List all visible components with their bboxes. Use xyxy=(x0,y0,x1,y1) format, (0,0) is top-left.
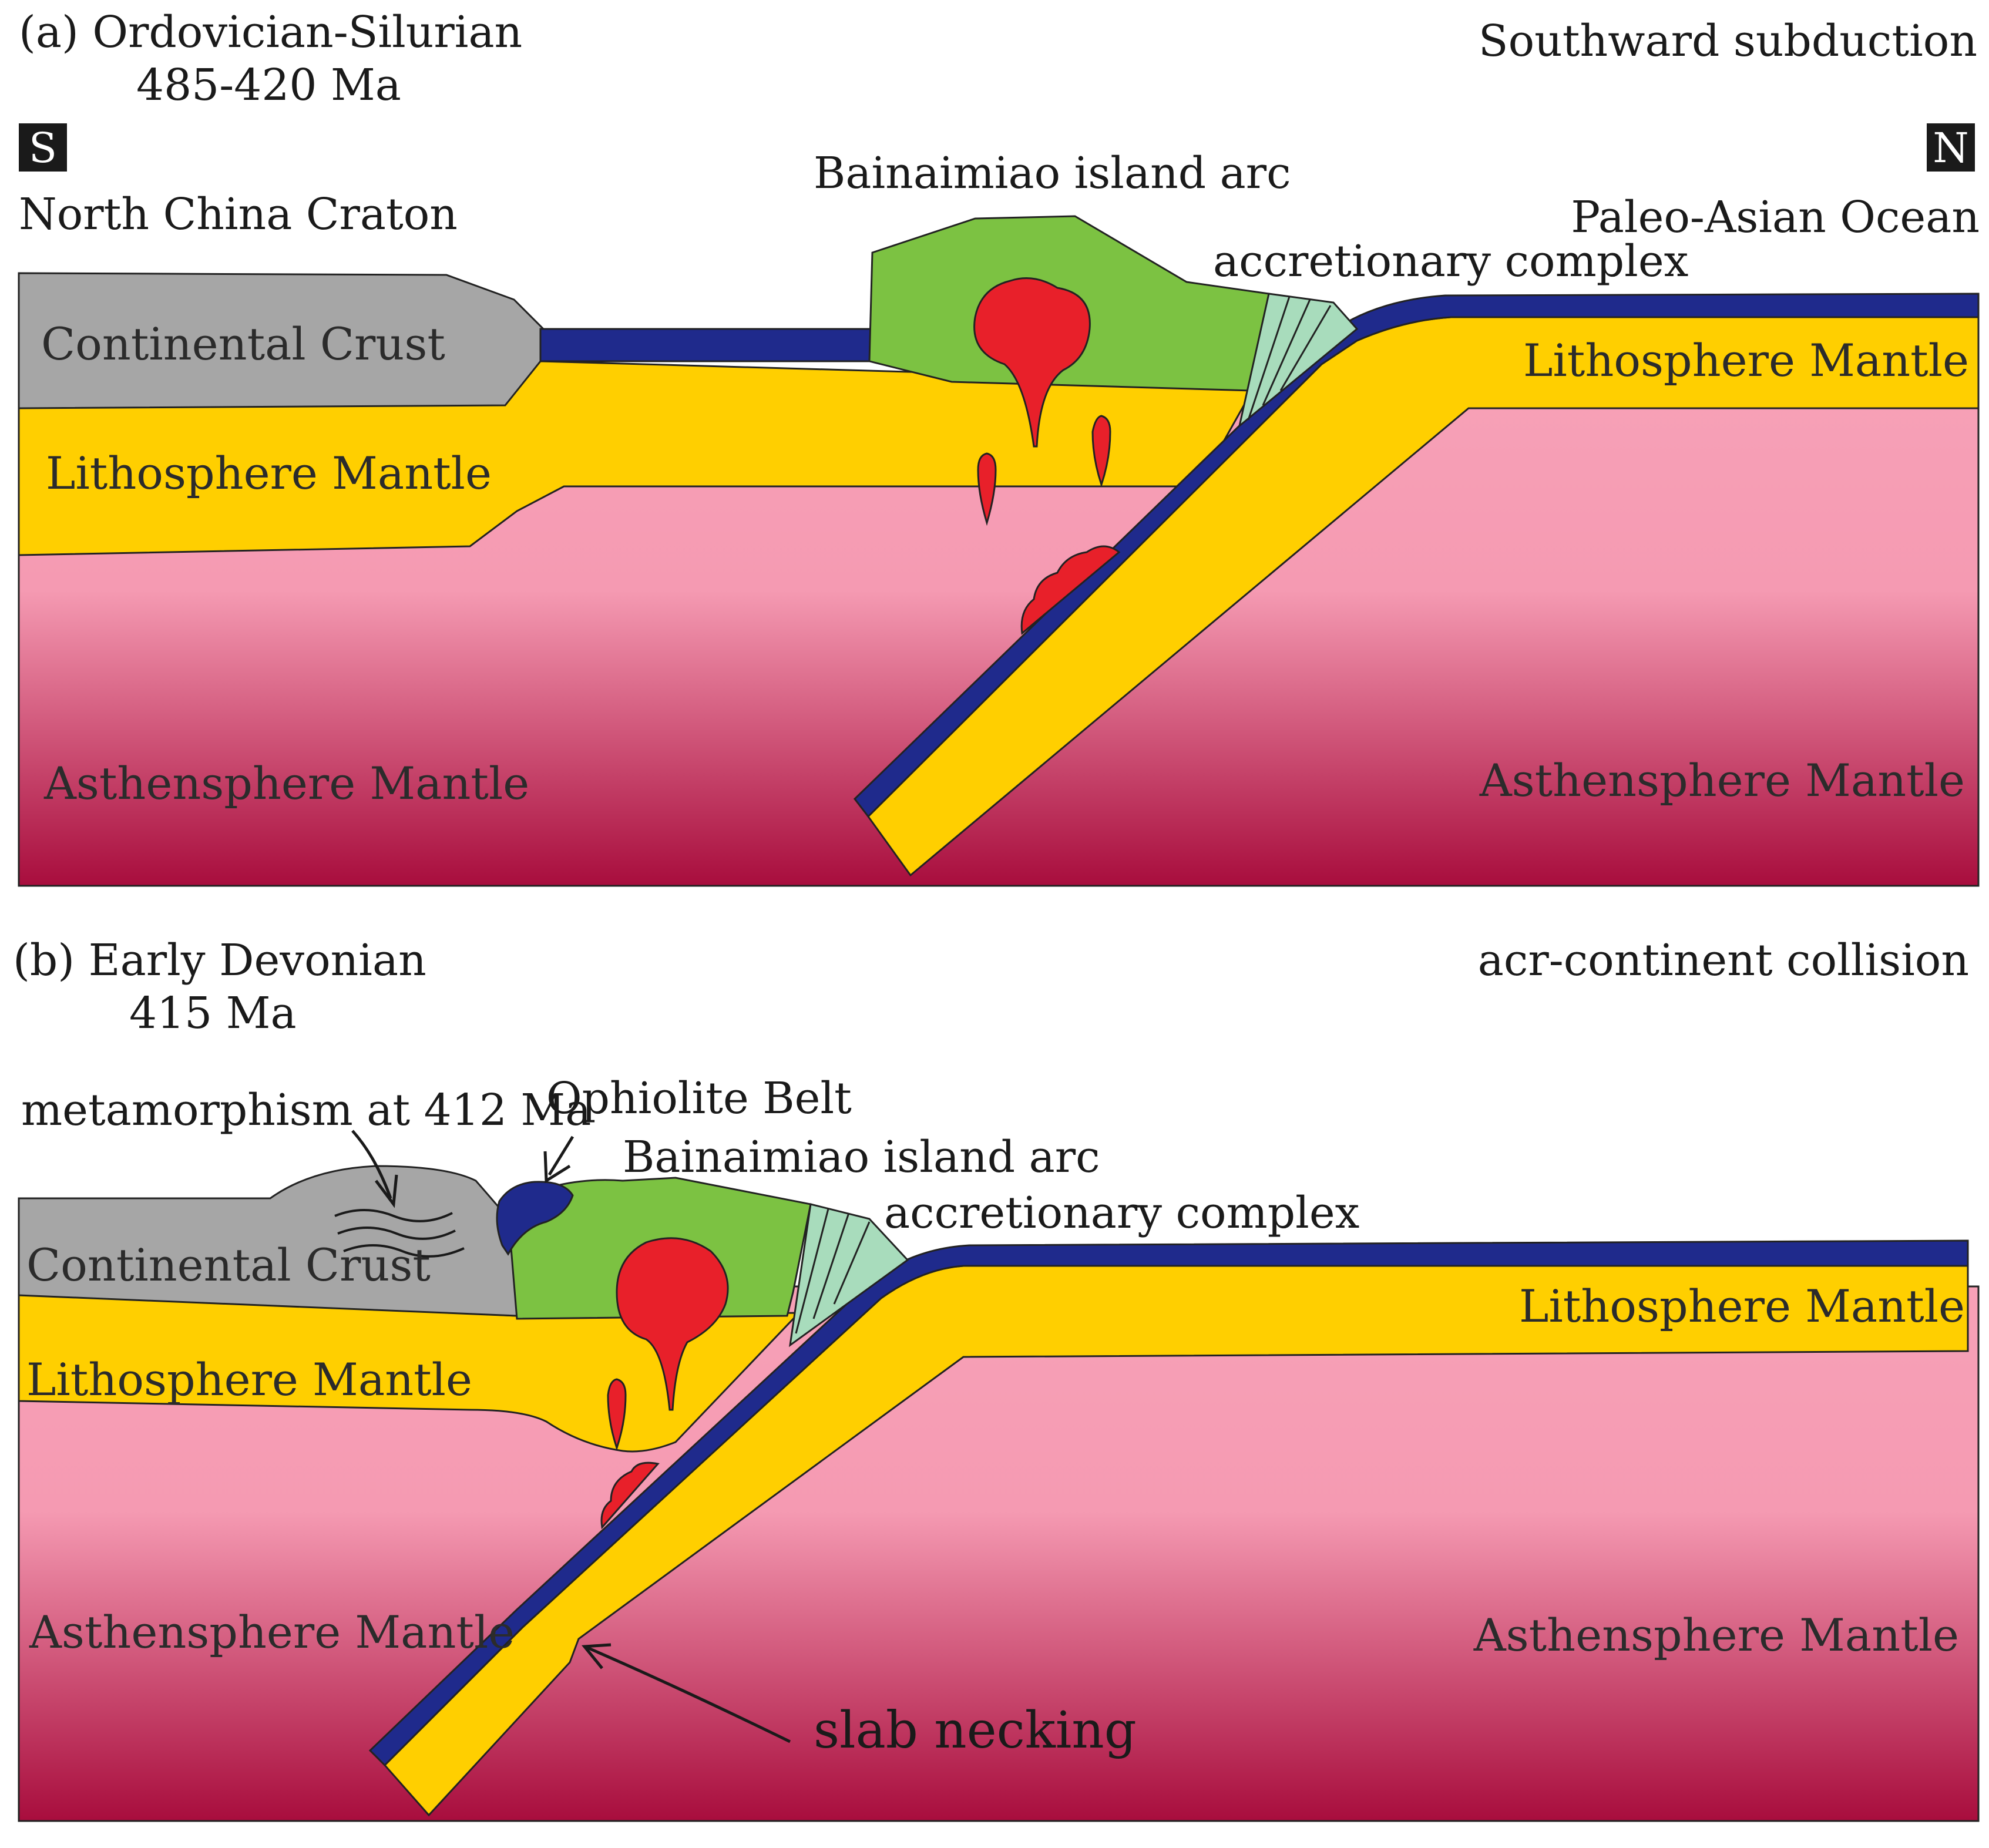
panel-b-title: (b) Early Devonian xyxy=(13,935,426,986)
panel-a-litho-right-label: Lithosphere Mantle xyxy=(1523,334,1969,387)
panel-a-slab-magma xyxy=(1020,545,1121,635)
panel-a-arc-pluton xyxy=(973,277,1091,448)
panel-b-crust-label: Continental Crust xyxy=(26,1239,431,1291)
panel-a-title: (a) Ordovician-Silurian xyxy=(19,7,522,58)
panel-b-litho-right-label: Lithosphere Mantle xyxy=(1519,1280,1965,1332)
ocean-label: Paleo-Asian Ocean xyxy=(1571,192,1980,243)
necking-label: slab necking xyxy=(814,1701,1137,1760)
panel-b-arc-label: Bainaimiao island arc xyxy=(623,1132,1100,1182)
panel-b: (b) Early Devonian 415 Ma acr-continent … xyxy=(13,935,1980,1822)
south-marker: S xyxy=(29,124,57,172)
panel-a: (a) Ordovician-Silurian 485-420 Ma South… xyxy=(18,7,1980,887)
necking-arrow xyxy=(587,1646,791,1743)
panel-b-slab-oceanic-crust xyxy=(368,1239,1969,1767)
south-marker-badge xyxy=(19,123,67,172)
north-marker: N xyxy=(1933,124,1968,172)
panel-a-crust-label: Continental Crust xyxy=(41,318,445,370)
craton-label: North China Craton xyxy=(19,189,458,240)
metamorphism-label: metamorphism at 412 Ma xyxy=(21,1085,591,1135)
panel-b-litho-left-label: Lithosphere Mantle xyxy=(26,1353,472,1406)
metamorphism-arrow-head xyxy=(375,1174,398,1208)
panel-a-litho-left-label: Lithosphere Mantle xyxy=(46,447,492,499)
necking-arrow-head xyxy=(582,1643,612,1669)
panel-a-wedge-lines xyxy=(1247,296,1332,421)
north-marker-badge xyxy=(1927,123,1975,172)
panel-a-arc-label: Bainaimiao island arc xyxy=(814,148,1291,199)
ophiolite-label: Ophiolite Belt xyxy=(546,1073,852,1124)
panel-a-astheno-right-label: Asthensphere Mantle xyxy=(1479,754,1965,807)
panel-b-arc-pluton xyxy=(616,1237,729,1411)
panel-a-slab-oceanic-crust xyxy=(853,293,1980,818)
metamorphism-arrow xyxy=(351,1130,392,1199)
panel-b-setting: acr-continent collision xyxy=(1478,935,1969,986)
panel-b-magma-drop xyxy=(607,1378,627,1451)
panel-a-accretion-label: accretionary complex xyxy=(1213,236,1688,287)
panel-a-age: 485-420 Ma xyxy=(136,60,401,110)
panel-b-age: 415 Ma xyxy=(129,988,297,1039)
panel-a-magma-drop-2 xyxy=(1091,415,1111,488)
panel-a-astheno-left-label: Asthensphere Mantle xyxy=(43,757,529,809)
panel-b-ophiolite xyxy=(496,1181,574,1256)
panel-a-magma-drop-1 xyxy=(977,452,997,526)
panel-b-accretion-label: accretionary complex xyxy=(884,1188,1359,1238)
panel-a-oceanic-crust-left xyxy=(539,328,873,362)
ophiolite-arrow xyxy=(547,1135,574,1176)
panel-b-left-lithosphere xyxy=(18,1291,801,1453)
panel-a-setting: Southward subduction xyxy=(1479,16,1977,66)
panel-b-astheno-right-label: Asthensphere Mantle xyxy=(1473,1609,1959,1661)
panel-b-slab-magma xyxy=(600,1461,660,1530)
metamorphism-foliation xyxy=(334,1209,465,1258)
panel-b-astheno-left-label: Asthensphere Mantle xyxy=(29,1606,515,1658)
ophiolite-arrow-head xyxy=(543,1151,571,1184)
panel-b-wedge-lines xyxy=(795,1208,871,1334)
